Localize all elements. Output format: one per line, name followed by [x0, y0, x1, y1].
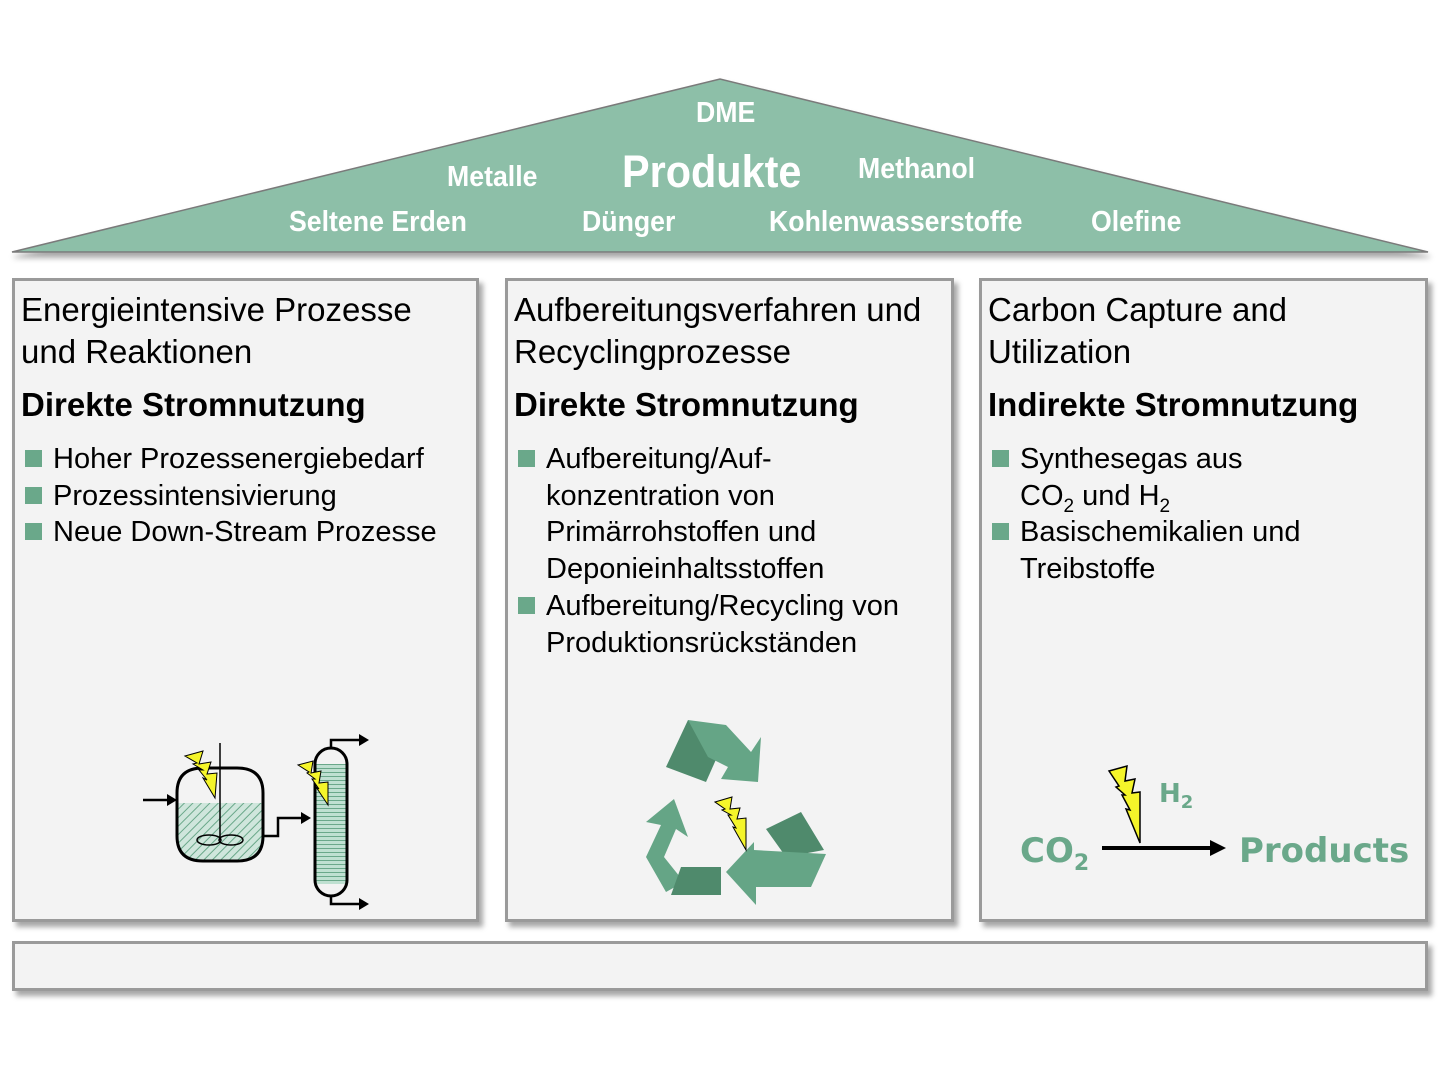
bullet-text: Aufbereitung/Auf- — [546, 443, 772, 475]
pillar-subtitle: Direkte Stromnutzung — [21, 386, 366, 423]
formula-text: und H — [1074, 479, 1160, 512]
reactant-text: CO — [1020, 831, 1074, 871]
lightning-bolt-icon — [713, 796, 747, 852]
reaction-arrow-icon — [1102, 764, 1226, 856]
lightning-bolt-icon — [296, 760, 329, 807]
bullet-item: Hoher Prozessenergiebedarf — [23, 441, 437, 478]
roof-item-kohlenwasserstoffe: Kohlenwasserstoffe — [769, 206, 1023, 238]
roof-item-dme: DME — [696, 97, 756, 129]
lightning-bolt-icon — [1107, 764, 1141, 844]
pillar-title-line: Carbon Capture and — [988, 291, 1288, 328]
recycling-icon — [646, 720, 826, 905]
bullet-text: konzentration von — [546, 479, 775, 512]
product-label: Products — [1239, 831, 1410, 871]
bullet-text: Deponieinhaltsstoffen — [546, 553, 825, 586]
bullet-square-icon — [518, 596, 535, 614]
bullet-text: Aufbereitung/Recycling von — [546, 589, 900, 622]
lightning-bolt-icon — [183, 750, 218, 800]
pillar-carbon-capture: Carbon Capture and Utilization Indirekte… — [979, 278, 1428, 922]
bullet-square-icon — [25, 523, 42, 541]
foundation-bar — [12, 941, 1428, 991]
bullet-list: Hoher Prozessenergiebedarf Prozessintens… — [23, 441, 437, 551]
bullet-text: Prozessintensivierung — [53, 479, 337, 512]
bullet-square-icon — [518, 450, 535, 467]
bullet-square-icon — [992, 523, 1009, 541]
pillar-title-line: Aufbereitungsverfahren und — [514, 291, 922, 328]
bullet-text: CO2 und H2 — [1020, 478, 1300, 517]
subscript: 2 — [1180, 792, 1194, 814]
subscript: 2 — [1063, 495, 1075, 517]
pillar-title-line: und Reaktionen — [21, 333, 253, 370]
pillar-subtitle: Direkte Stromnutzung — [514, 386, 859, 423]
roof-item-seltene-erden: Seltene Erden — [289, 206, 467, 238]
bullet-square-icon — [25, 486, 42, 504]
roof-item-methanol: Methanol — [858, 153, 976, 185]
pillar-title-line: Utilization — [988, 333, 1132, 370]
bullet-text: Basischemikalien und — [1020, 516, 1301, 549]
reagent-text: H — [1159, 779, 1181, 809]
subscript: 2 — [1159, 495, 1171, 517]
roof-triangle — [11, 78, 1429, 253]
bullet-list: Aufbereitung/Auf- konzentration von Prim… — [516, 441, 899, 661]
subscript: 2 — [1073, 850, 1090, 876]
bullet-text: Hoher Prozessenergiebedarf — [53, 443, 424, 475]
bullet-list: Synthesegas aus CO2 und H2 Basischemikal… — [990, 441, 1300, 588]
bullet-square-icon — [992, 450, 1009, 467]
bullet-item: Basischemikalien und Treibstoffe — [990, 514, 1300, 587]
pillar-title: Aufbereitungsverfahren und Recyclingproz… — [514, 289, 921, 373]
bullet-text: Primärrohstoffen und — [546, 516, 817, 549]
bullet-item: Synthesegas aus CO2 und H2 — [990, 441, 1300, 517]
bullet-item: Prozessintensivierung — [23, 478, 437, 515]
pillar-title-line: Recyclingprozesse — [514, 333, 791, 370]
bullet-item: Aufbereitung/Recycling von Produktionsrü… — [516, 588, 899, 661]
formula-co: CO — [1020, 479, 1064, 512]
roof-title: Produkte — [622, 146, 802, 197]
roof-item-olefine: Olefine — [1091, 206, 1182, 238]
bullet-item: Neue Down-Stream Prozesse — [23, 514, 437, 551]
bullet-text: Produktionsrückständen — [546, 626, 858, 659]
bullet-item: Aufbereitung/Auf- konzentration von Prim… — [516, 441, 899, 588]
pillar-subtitle: Indirekte Stromnutzung — [988, 386, 1359, 423]
roof-item-duenger: Dünger — [582, 206, 676, 238]
bullet-square-icon — [25, 450, 42, 467]
pillar-title: Energieintensive Prozesse und Reaktionen — [21, 289, 412, 373]
co2-conversion-diagram: CO2 H2 Products — [982, 751, 1425, 891]
pillar-energy-intensive: Energieintensive Prozesse und Reaktionen… — [12, 278, 479, 922]
reactor-column-icon — [143, 734, 369, 910]
bullet-text: Treibstoffe — [1020, 553, 1156, 586]
pillar-recycling: Aufbereitungsverfahren und Recyclingproz… — [505, 278, 954, 922]
pillar-title: Carbon Capture and Utilization — [988, 289, 1287, 373]
roof-item-metalle: Metalle — [447, 161, 538, 193]
pillar-title-line: Energieintensive Prozesse — [21, 291, 412, 328]
bullet-text: Synthesegas aus — [1020, 443, 1243, 475]
reagent-label: H2 — [1159, 779, 1193, 813]
bullet-text: Neue Down-Stream Prozesse — [53, 516, 437, 549]
reactant-label: CO2 — [1020, 831, 1089, 876]
